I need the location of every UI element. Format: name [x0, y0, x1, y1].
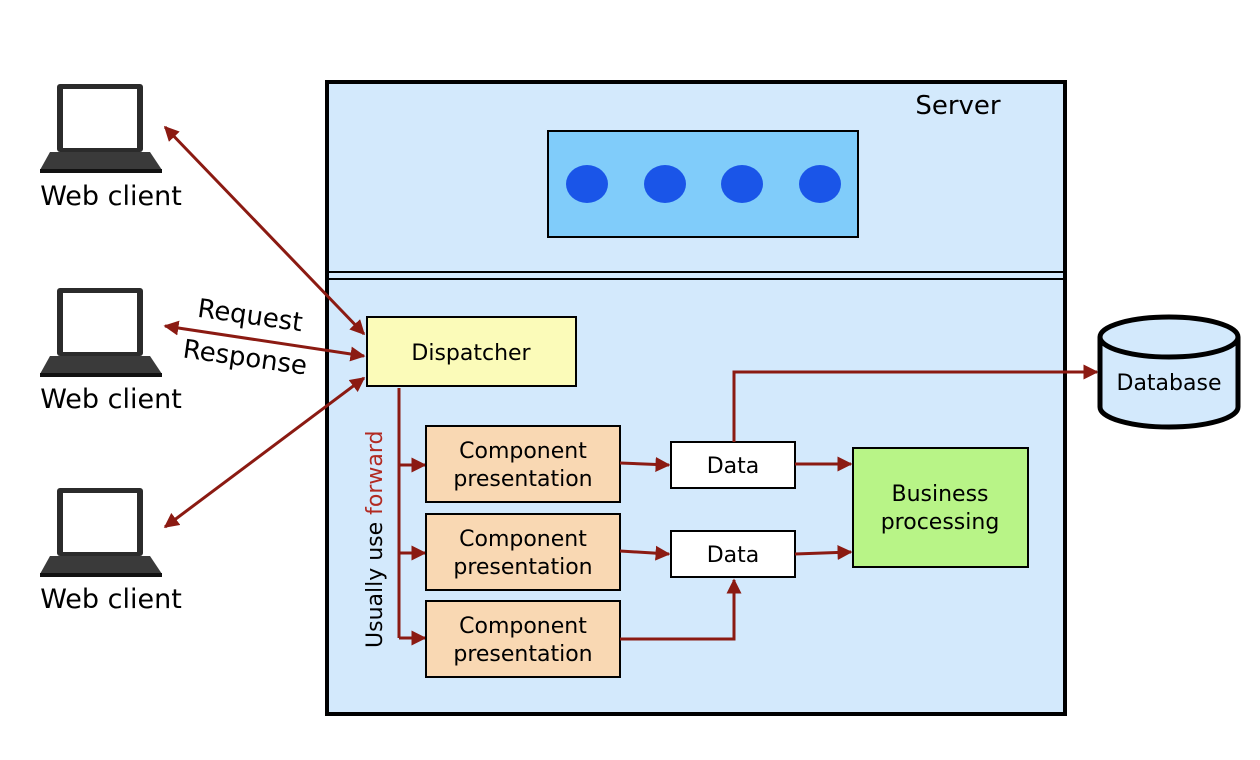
pool-dot [566, 165, 608, 203]
web-client-3: Web client [40, 488, 182, 615]
forward-note-highlight: forward [363, 430, 388, 514]
request-label: Request [196, 294, 305, 338]
data-box-1: Data [670, 441, 796, 489]
data-box-2: Data [670, 530, 796, 578]
data-label: Data [707, 543, 760, 568]
web-client-label: Web client [40, 584, 182, 615]
response-label: Response [181, 334, 309, 381]
client-arrow-1 [163, 125, 366, 336]
laptop-icon [40, 84, 162, 173]
component-line1: Component [459, 614, 587, 639]
component-line1: Component [459, 527, 587, 552]
web-client-label: Web client [40, 181, 182, 212]
web-client-2: Web client [40, 288, 182, 415]
forward-note: Usually use forward [363, 430, 388, 648]
arrow-comp1-data1 [619, 456, 671, 472]
flow-arrows [619, 364, 1099, 641]
client-arrow-3 [163, 376, 366, 529]
arrow-data2-business [794, 544, 853, 560]
data-label: Data [707, 454, 760, 479]
database-icon: Database [1097, 314, 1241, 430]
business-line1: Business [891, 482, 988, 507]
forward-connectors [397, 388, 427, 646]
arrow-comp3-data2 [620, 578, 742, 641]
component-line2: presentation [453, 555, 592, 580]
dispatcher-label: Dispatcher [411, 341, 531, 366]
web-client-label: Web client [40, 384, 182, 415]
arrow-comp2-data2 [619, 545, 671, 561]
thread-pool-panel [547, 130, 859, 238]
client-arrows [163, 125, 366, 529]
laptop-icon [40, 288, 162, 377]
forward-note-prefix: Usually use [363, 515, 388, 648]
client-arrow-2 [163, 320, 366, 362]
pool-dot [799, 165, 841, 203]
pool-dot [721, 165, 763, 203]
server-title: Server [915, 91, 1001, 121]
dispatcher-box: Dispatcher [366, 316, 577, 387]
business-processing-box: Business processing [852, 447, 1029, 568]
pool-dot [644, 165, 686, 203]
business-line2: processing [881, 510, 1000, 535]
component-box-1: Component presentation [425, 425, 621, 503]
component-box-2: Component presentation [425, 513, 621, 591]
web-client-1: Web client [40, 84, 182, 212]
component-line2: presentation [453, 642, 592, 667]
database-label: Database [1117, 371, 1222, 396]
laptop-icon [40, 488, 162, 577]
arrow-data1-database [732, 364, 1099, 442]
component-line1: Component [459, 439, 587, 464]
component-box-3: Component presentation [425, 600, 621, 678]
component-line2: presentation [453, 467, 592, 492]
